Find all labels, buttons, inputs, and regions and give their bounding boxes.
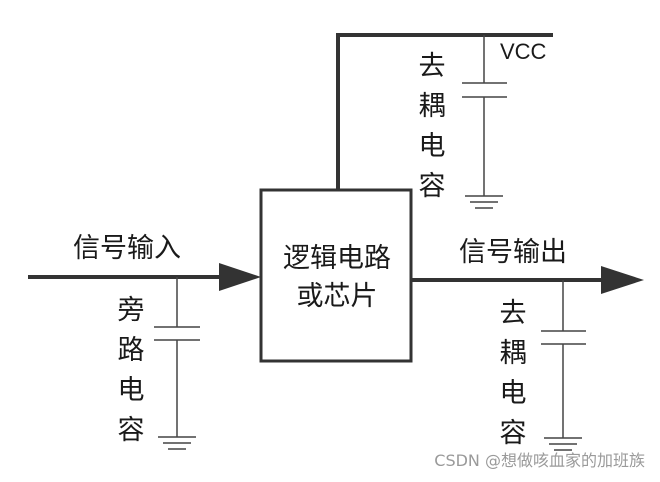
left-cap-char-3: 电: [118, 375, 145, 406]
right-cap-char-4: 容: [500, 418, 527, 449]
top-cap-char-1: 去: [419, 51, 446, 82]
chip-box: [259, 188, 413, 363]
chip-label-line2: 或芯片: [297, 281, 378, 312]
output-arrow-head: [601, 266, 644, 294]
vcc-wire: [336, 33, 553, 190]
vcc-label: VCC: [500, 39, 547, 64]
top-decoupling-capacitor: [462, 35, 507, 209]
right-cap-char-3: 电: [500, 378, 527, 409]
right-decoupling-capacitor: [541, 280, 586, 451]
output-label: 信号输出: [459, 237, 567, 268]
top-cap-char-4: 容: [419, 171, 446, 202]
top-capacitor-label: 去 耦 电 容: [419, 51, 446, 202]
left-cap-char-4: 容: [118, 415, 145, 446]
right-cap-char-2: 耦: [500, 338, 527, 369]
chip-label-line1: 逻辑电路: [283, 243, 391, 274]
input-label: 信号输入: [73, 233, 181, 264]
top-cap-char-3: 电: [419, 131, 446, 162]
bypass-capacitor-label: 旁 路 电 容: [118, 295, 145, 446]
right-capacitor-label: 去 耦 电 容: [500, 298, 527, 449]
left-cap-char-2: 路: [118, 335, 145, 366]
watermark: CSDN @想做咳血家的加班族: [434, 451, 645, 470]
bypass-capacitor: [154, 277, 200, 450]
top-cap-char-2: 耦: [419, 91, 446, 122]
left-cap-char-1: 旁: [118, 295, 145, 326]
right-cap-char-1: 去: [500, 298, 527, 329]
input-arrow-head: [219, 263, 261, 291]
